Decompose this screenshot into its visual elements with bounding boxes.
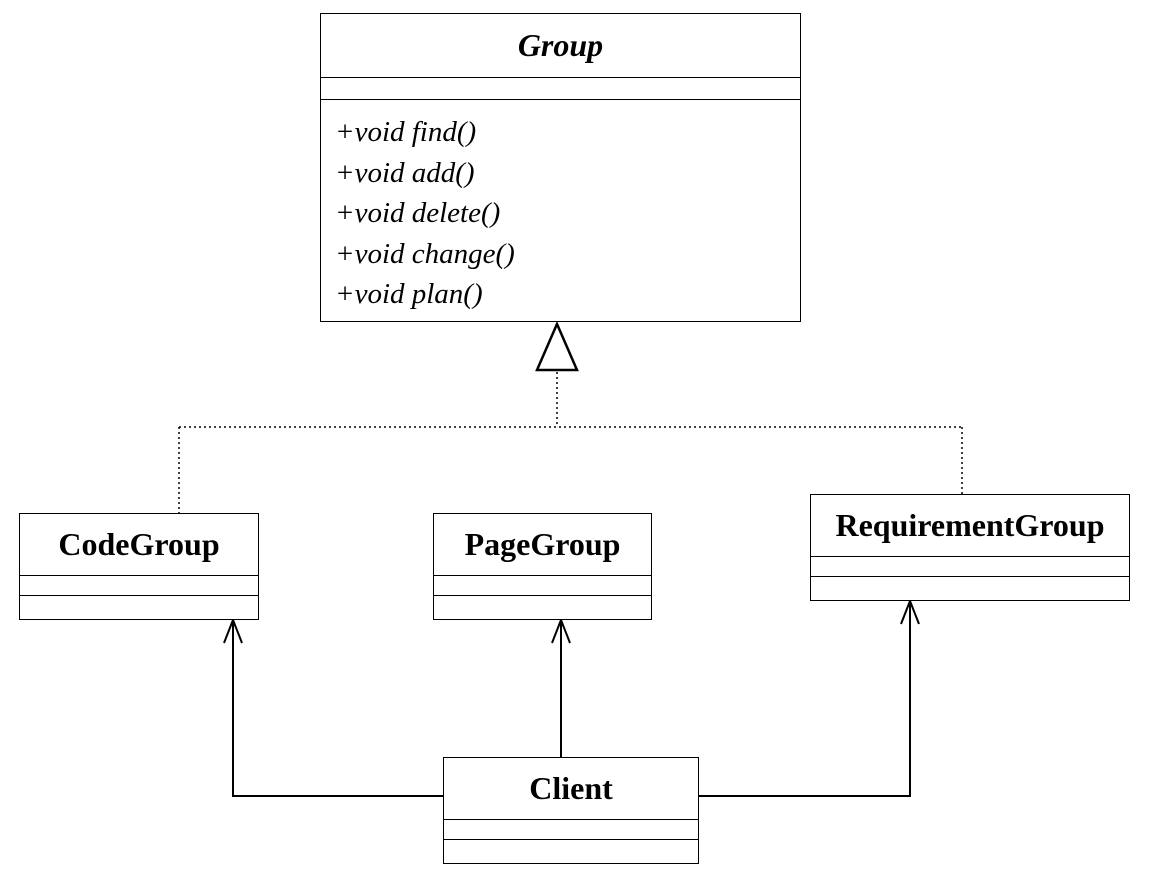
attributes-compartment [321,78,800,100]
attributes-compartment [444,820,698,840]
class-codegroup[interactable]: CodeGroup [19,513,259,620]
operation-plan: +void plan() [335,278,483,310]
class-client[interactable]: Client [443,757,699,864]
operation-delete: +void delete() [335,197,501,229]
class-pagegroup[interactable]: PageGroup [433,513,652,620]
class-name: Group [321,14,800,78]
arrowhead-requirementgroup [900,598,920,625]
class-name: CodeGroup [20,514,258,576]
association-arrowheads [223,598,920,644]
arrowhead-codegroup [223,617,243,644]
attributes-compartment [434,576,651,596]
class-group[interactable]: Group +void find() +void add() +void del… [320,13,801,322]
realization-triangle [535,320,579,372]
operation-change: +void change() [335,237,515,270]
attributes-compartment [20,576,258,596]
class-name: RequirementGroup [811,495,1129,557]
arrowhead-pagegroup [551,617,571,644]
association-lines [232,601,911,797]
operations-compartment: +void find() +void add() +void delete() … [321,100,800,315]
class-name: PageGroup [434,514,651,576]
class-name: Client [444,758,698,820]
association-line-codegroup [232,620,443,797]
realization-lines [178,372,963,513]
attributes-compartment [811,557,1129,577]
operation-list: +void find() +void add() +void delete() … [321,100,800,315]
operation-add: +void add() [335,156,475,189]
operation-find: +void find() [335,116,477,148]
association-line-requirementgroup [699,601,911,797]
class-requirementgroup[interactable]: RequirementGroup [810,494,1130,601]
